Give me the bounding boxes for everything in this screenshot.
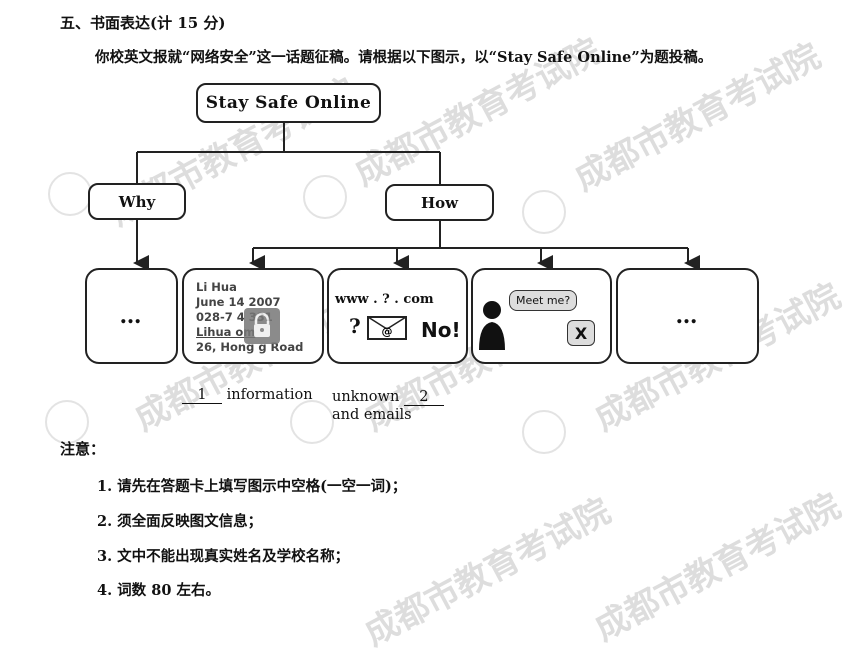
ellipsis: … bbox=[675, 303, 700, 329]
reject-x-icon: X bbox=[567, 320, 595, 346]
section-title: 五、书面表达(计 15 分) bbox=[60, 14, 226, 32]
info-line: June 14 2007 bbox=[196, 295, 281, 309]
blank-2-line2: and emails bbox=[332, 407, 412, 423]
blank-2-prefix: unknown bbox=[332, 389, 400, 405]
instruction-text: 你校英文报就“网络安全”这一话题征稿。请根据以下图示，以“Stay Safe O… bbox=[95, 49, 713, 66]
note-item: 3. 文中不能出现真实姓名及学校名称； bbox=[97, 548, 350, 565]
note-item: 1. 请先在答题卡上填写图示中空格(一空一词)； bbox=[97, 478, 407, 495]
note-item: 2. 须全面反映图文信息； bbox=[97, 513, 263, 530]
blank-1-number: 1 bbox=[182, 387, 222, 404]
diagram-title: Stay Safe Online bbox=[205, 93, 372, 113]
lock-icon bbox=[244, 308, 280, 344]
blank-1-line: 1 information bbox=[182, 387, 313, 404]
personal-info-card: Li Hua June 14 2007 028-7 4 331 Lihua om… bbox=[182, 268, 324, 364]
blank-1-text: information bbox=[226, 387, 313, 403]
blank-2-number: 2 bbox=[403, 389, 444, 406]
watermark-seal-icon bbox=[522, 190, 566, 234]
info-line: Li Hua bbox=[196, 280, 237, 294]
watermark-seal-icon bbox=[290, 400, 334, 444]
note-item: 4. 词数 80 左右。 bbox=[97, 582, 220, 599]
stranger-silhouette-icon bbox=[479, 301, 505, 350]
why-label: Why bbox=[118, 192, 156, 211]
why-box: Why bbox=[88, 183, 186, 220]
question-mark: ? bbox=[349, 314, 361, 338]
why-reason-card: … bbox=[85, 268, 178, 364]
blank-2-line: unknown 2 bbox=[332, 389, 444, 406]
watermark-seal-icon bbox=[303, 175, 347, 219]
diagram-connectors bbox=[133, 123, 700, 271]
how-more-card: … bbox=[616, 268, 759, 364]
watermark-seal-icon bbox=[45, 400, 89, 444]
watermark-seal-icon bbox=[522, 410, 566, 454]
info-line: Lihua om bbox=[196, 325, 256, 339]
ellipsis: … bbox=[119, 303, 144, 329]
svg-text:@: @ bbox=[382, 325, 393, 338]
speech-bubble: Meet me? bbox=[509, 290, 578, 311]
stranger-meet-card: Meet me? X bbox=[471, 268, 612, 364]
email-envelope-icon: @ bbox=[367, 316, 407, 340]
unknown-website-card: www . ? . com ? @ No! bbox=[327, 268, 468, 364]
url-text: www . ? . com bbox=[335, 292, 434, 307]
how-box: How bbox=[385, 184, 494, 221]
notes-heading: 注意： bbox=[60, 440, 106, 458]
no-text: No! bbox=[421, 318, 461, 342]
how-label: How bbox=[420, 193, 459, 212]
diagram-title-box: Stay Safe Online bbox=[196, 83, 381, 123]
